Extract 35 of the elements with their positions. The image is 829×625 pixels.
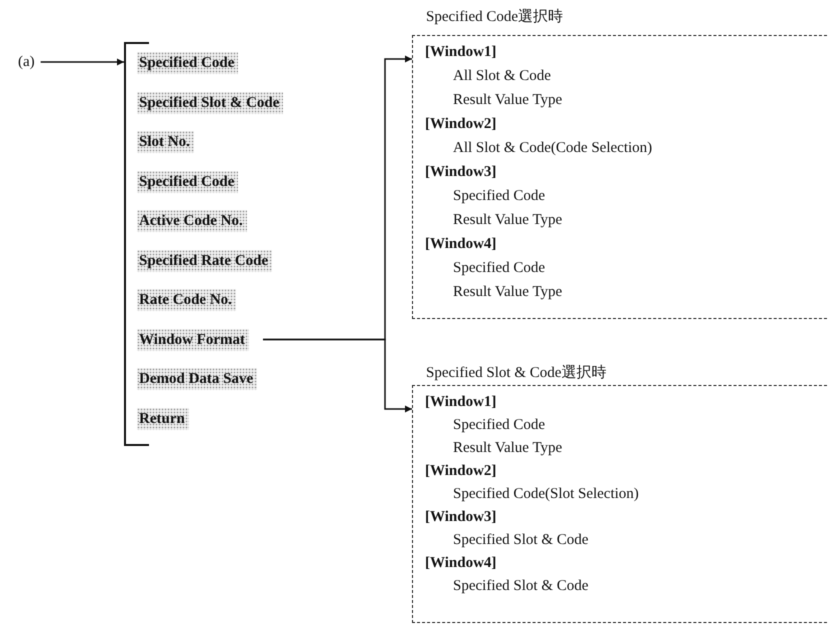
menu-item: Specified Code bbox=[137, 170, 238, 192]
window-entry: Result Value Type bbox=[453, 283, 562, 302]
menu-item: Rate Code No. bbox=[137, 289, 236, 311]
menu-item: Active Code No. bbox=[137, 210, 247, 232]
menu-item: Specified Slot & Code bbox=[137, 92, 284, 114]
panel-heading: Specified Code選択時 bbox=[426, 8, 564, 27]
window-entry: Specified Code(Slot Selection) bbox=[453, 485, 639, 504]
window-entry: Result Value Type bbox=[453, 211, 562, 230]
menu-item: Window Format bbox=[137, 328, 249, 350]
window-heading: [Window3] bbox=[425, 163, 496, 182]
arrow bbox=[40, 58, 124, 66]
window-entry: All Slot & Code bbox=[453, 67, 551, 86]
window-heading: [Window3] bbox=[425, 508, 496, 527]
window-entry: Result Value Type bbox=[453, 91, 562, 110]
panel-heading: Specified Slot & Code選択時 bbox=[426, 364, 606, 383]
menu-item: Demod Data Save bbox=[137, 368, 258, 390]
window-entry: Specified Code bbox=[453, 416, 546, 435]
window-entry: All Slot & Code(Code Selection) bbox=[453, 139, 652, 158]
window-heading: [Window2] bbox=[425, 115, 496, 134]
window-heading: [Window1] bbox=[425, 393, 496, 412]
window-entry: Result Value Type bbox=[453, 439, 562, 458]
arrow bbox=[262, 338, 412, 412]
window-heading: [Window4] bbox=[425, 554, 496, 573]
menu-item: Return bbox=[137, 408, 189, 430]
window-heading: [Window2] bbox=[425, 462, 496, 481]
menu-item: Slot No. bbox=[137, 131, 194, 153]
window-entry: Specified Slot & Code bbox=[453, 577, 588, 596]
window-entry: Specified Code bbox=[453, 259, 546, 278]
window-heading: [Window4] bbox=[425, 235, 496, 254]
input-label: (a) bbox=[18, 52, 35, 72]
menu-item: Specified Rate Code bbox=[137, 250, 272, 272]
window-entry: Specified Slot & Code bbox=[453, 531, 588, 550]
window-entry: Specified Code bbox=[453, 187, 546, 206]
menu-item: Specified Code bbox=[137, 52, 238, 74]
window-heading: [Window1] bbox=[425, 43, 496, 62]
